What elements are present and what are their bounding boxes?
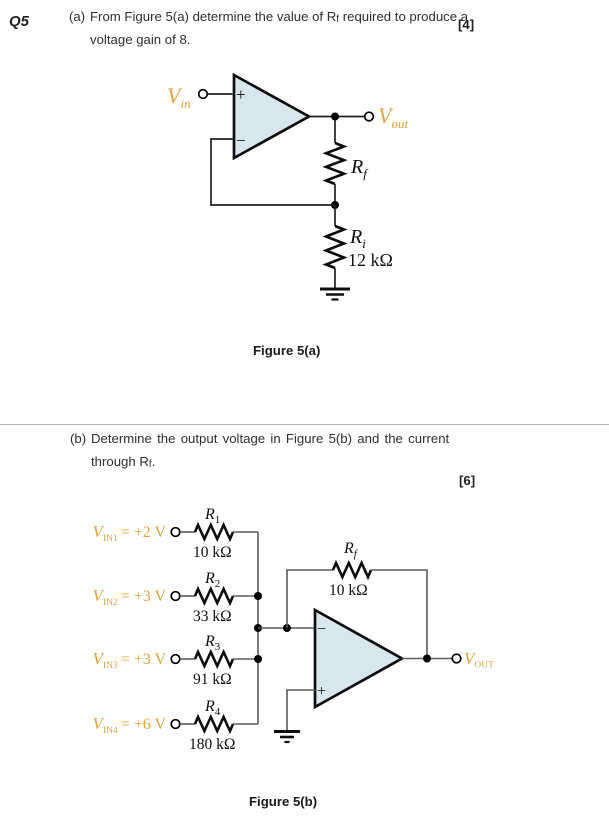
part-a-line1-post: required to produce a	[339, 9, 469, 24]
part-a-r-subscript: f	[336, 14, 340, 25]
vin2-terminal-icon	[170, 590, 181, 602]
figure-b-diagram: VIN1= +2 V R1 10 kΩ VIN2= +3 V R2 33 kΩ …	[93, 506, 495, 753]
r4-label: R4	[204, 698, 221, 718]
part-a-marker: (a)	[69, 9, 86, 24]
opamp-b-minus-sign: −	[317, 621, 326, 638]
part-b-r-subscript: f	[148, 459, 152, 470]
part-b-line1: Determine the output voltage in Figure 5…	[91, 431, 450, 446]
figure-a-caption: Figure 5(a)	[253, 343, 321, 358]
wire-feedback-a	[210, 138, 335, 206]
vin1-label: VIN1= +2 V	[93, 522, 167, 544]
r3-value: 91 kΩ	[193, 671, 232, 688]
question-number: Q5	[9, 13, 30, 30]
rf-label-b: Rf	[343, 540, 359, 560]
rf-label-a: Rf	[350, 156, 369, 181]
ground-symbol-icon	[274, 730, 300, 744]
rf-value-b: 10 kΩ	[329, 582, 368, 599]
r3-label: R3	[204, 633, 221, 653]
ri-label: Ri	[349, 226, 366, 251]
vin2-label: VIN2= +3 V	[93, 586, 167, 608]
opamp-a-plus-sign: +	[236, 85, 246, 104]
r2-value: 33 kΩ	[193, 608, 232, 625]
part-b-line2-pre: through R	[91, 454, 149, 469]
vin3-label: VIN3= +3 V	[93, 649, 167, 671]
figure-b-caption: Figure 5(b)	[249, 794, 318, 809]
junction-dot	[254, 592, 262, 600]
vin-label: Vin	[167, 83, 191, 111]
resistor-ri-icon	[322, 224, 348, 270]
r4-value: 180 kΩ	[189, 736, 235, 753]
junction-dot	[254, 655, 262, 663]
resistor-rf-icon	[322, 141, 348, 186]
part-a-line1: From Figure 5(a) determine the value of …	[90, 9, 468, 25]
wire-feedback-right	[371, 569, 428, 659]
r2-label: R2	[204, 570, 220, 590]
opamp-b-plus-sign: +	[317, 683, 326, 700]
ri-value: 12 kΩ	[348, 250, 393, 270]
vin4-terminal-icon	[170, 718, 181, 730]
part-a-marks: [4]	[458, 17, 475, 32]
wire-feedback-left	[286, 569, 333, 628]
ground-symbol-icon	[320, 287, 350, 301]
r1-label: R1	[204, 506, 220, 526]
section-divider	[0, 424, 609, 425]
part-b-line2: through Rf.	[91, 454, 155, 470]
resistor-r3-icon	[193, 648, 235, 670]
vout-terminal-icon	[363, 111, 375, 122]
part-b-marks: [6]	[459, 473, 476, 488]
opamp-a-icon	[232, 72, 312, 161]
vout-b-terminal-icon	[451, 653, 462, 664]
part-a-line2: voltage gain of 8.	[90, 32, 191, 47]
vin4-label: VIN4= +6 V	[93, 714, 167, 736]
part-a-line1-pre: From Figure 5(a) determine the value of …	[90, 9, 337, 24]
resistor-rf-b-icon	[331, 559, 373, 581]
opamp-b-icon	[313, 607, 405, 710]
vout-label: Vout	[378, 103, 408, 131]
resistor-r2-icon	[193, 585, 235, 607]
resistor-r4-icon	[193, 713, 235, 735]
r1-value: 10 kΩ	[193, 544, 232, 561]
vin1-terminal-icon	[170, 526, 181, 538]
part-b-line2-post: .	[151, 454, 156, 469]
vin-terminal-icon	[197, 88, 209, 100]
figure-a-diagram: Vin + − Vout Rf Ri 12 kΩ	[167, 72, 408, 301]
wire-noninverting-input	[286, 689, 315, 730]
junction-dot	[331, 112, 339, 121]
vout-b-label: VOUT	[464, 649, 494, 671]
resistor-r1-icon	[193, 521, 235, 543]
junction-dot	[423, 654, 431, 663]
opamp-a-minus-sign: −	[236, 131, 246, 150]
part-b-marker: (b)	[70, 431, 87, 446]
vin3-terminal-icon	[170, 653, 181, 665]
